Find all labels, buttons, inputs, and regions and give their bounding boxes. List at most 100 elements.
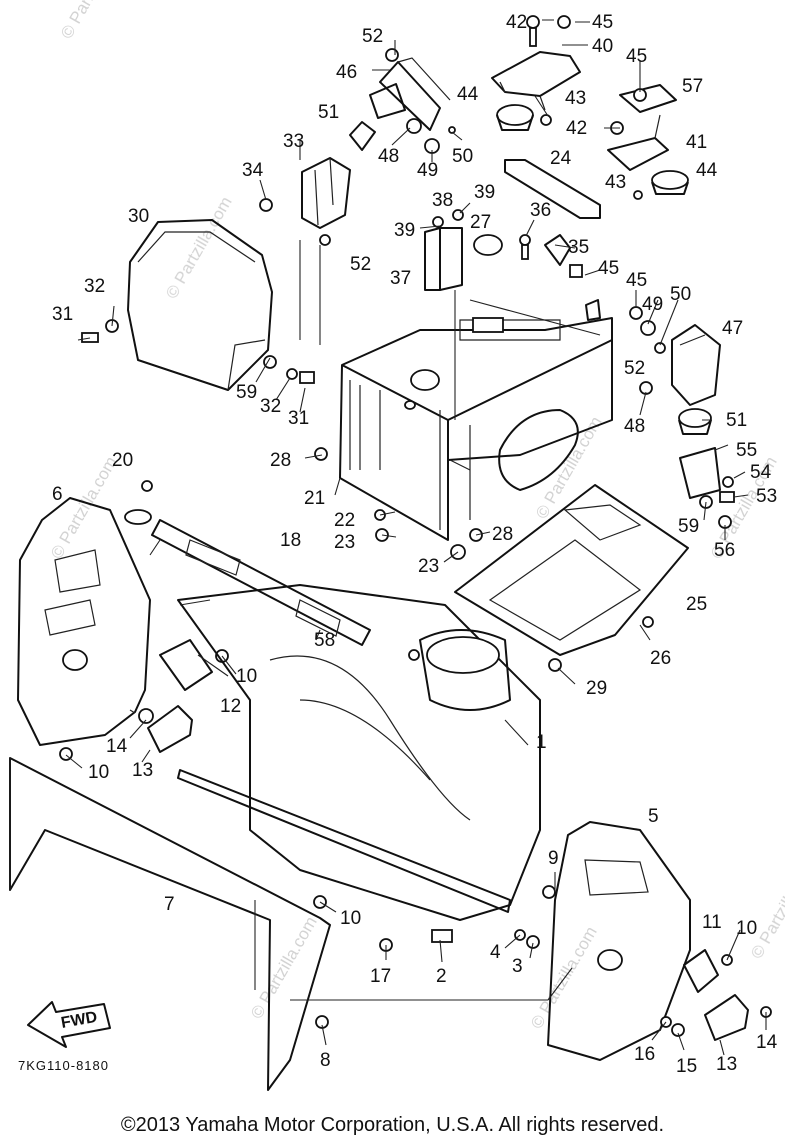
callout-label: 31	[288, 408, 309, 429]
callout-label: 53	[756, 486, 777, 507]
base-plate	[454, 484, 689, 672]
callout-label: 2	[436, 966, 447, 987]
callout-label: 45	[592, 12, 613, 33]
callout-label: 32	[84, 276, 105, 297]
callout-label: 48	[624, 416, 645, 437]
callout-label: 28	[270, 450, 291, 471]
callout-label: 13	[716, 1054, 737, 1075]
callout-label: 52	[362, 26, 383, 47]
right-brackets	[629, 306, 735, 529]
callout-label: 39	[474, 182, 495, 203]
callout-label: 44	[696, 160, 718, 181]
auger-shaft	[124, 480, 371, 646]
callout-label: 12	[220, 696, 241, 717]
callout-label: 23	[418, 556, 439, 577]
callout-label: 59	[236, 382, 257, 403]
callout-label: 48	[378, 146, 399, 167]
watermark: © Partzilla.com	[162, 193, 236, 302]
callout-label: 47	[722, 318, 743, 339]
callout-label: 51	[318, 102, 339, 123]
callout-label: 42	[566, 118, 587, 139]
callout-label: 14	[756, 1032, 778, 1053]
callout-label: 34	[242, 160, 264, 181]
callout-label: 10	[236, 666, 257, 687]
side-plate-left	[17, 497, 154, 761]
callout-label: 51	[726, 410, 747, 431]
callout-label: 33	[283, 131, 304, 152]
callout-label: 26	[650, 648, 671, 669]
fwd-label: FWD	[60, 1009, 99, 1032]
callout-label: 7	[164, 894, 175, 915]
callout-label: 5	[648, 806, 659, 827]
side-brackets-left	[147, 639, 229, 753]
callout-label: 10	[340, 908, 361, 929]
callout-label: 35	[568, 237, 589, 258]
side-plate-right	[514, 821, 772, 1061]
callouts: 52 42 45 40 46 44 43 45 57 51 48 49 50 3…	[52, 12, 778, 1077]
callout-label: 36	[530, 200, 551, 221]
callout-label: 21	[304, 488, 325, 509]
callout-label: 11	[702, 912, 722, 933]
leader-lines	[65, 19, 767, 1056]
callout-label: 17	[370, 966, 391, 987]
callout-label: 37	[390, 268, 411, 289]
callout-label: 24	[550, 148, 572, 169]
callout-label: 50	[452, 146, 473, 167]
callout-label: 43	[605, 172, 626, 193]
callout-label: 25	[686, 594, 707, 615]
callout-label: 29	[586, 678, 607, 699]
callout-label: 58	[314, 630, 335, 651]
callout-label: 16	[634, 1044, 655, 1065]
callout-label: 10	[736, 918, 757, 939]
watermark: © Partzilla.com	[247, 913, 321, 1022]
callout-label: 3	[512, 956, 523, 977]
callout-label: 14	[106, 736, 128, 757]
callout-label: 52	[624, 358, 645, 379]
fwd-arrow: FWD	[27, 1001, 111, 1048]
callout-label: 13	[132, 760, 153, 781]
callout-label: 31	[52, 304, 73, 325]
callout-label: 39	[394, 220, 415, 241]
callout-label: 49	[642, 294, 663, 315]
callout-label: 57	[682, 76, 703, 97]
callout-label: 32	[260, 396, 281, 417]
callout-label: 10	[88, 762, 109, 783]
callout-label: 15	[676, 1056, 697, 1077]
callout-label: 40	[592, 36, 613, 57]
callout-label: 30	[128, 206, 149, 227]
callout-label: 1	[536, 732, 547, 753]
callout-label: 56	[714, 540, 735, 561]
callout-label: 27	[470, 212, 491, 233]
callout-label: 42	[506, 12, 527, 33]
callout-label: 6	[52, 484, 63, 505]
callout-label: 49	[417, 160, 438, 181]
callout-label: 43	[565, 88, 586, 109]
callout-label: 38	[432, 190, 453, 211]
callout-label: 22	[334, 510, 355, 531]
callout-label: 9	[548, 848, 559, 869]
scraper-plate	[9, 757, 331, 1091]
callout-label: 50	[670, 284, 691, 305]
watermark: © Partzilla.com	[747, 853, 785, 962]
diagram-code: 7KG110-8180	[18, 1058, 109, 1073]
belt-cover	[81, 219, 315, 391]
callout-label: 45	[626, 270, 647, 291]
callout-label: 45	[626, 46, 647, 67]
callout-label: 18	[280, 530, 301, 551]
callout-label: 4	[490, 942, 501, 963]
callout-label: 54	[750, 462, 772, 483]
callout-label: 44	[457, 84, 479, 105]
auger-housing	[177, 584, 541, 952]
watermark: © Partzilla.com	[57, 0, 131, 42]
callout-label: 45	[598, 258, 619, 279]
callout-label: 52	[350, 254, 371, 275]
callout-label: 8	[320, 1050, 331, 1071]
callout-label: 41	[686, 132, 707, 153]
callout-label: 20	[112, 450, 133, 471]
callout-label: 23	[334, 532, 355, 553]
callout-label: 59	[678, 516, 699, 537]
upper-brackets	[259, 15, 689, 246]
callout-label: 28	[492, 524, 513, 545]
copyright-notice: ©2013 Yamaha Motor Corporation, U.S.A. A…	[120, 1114, 665, 1136]
